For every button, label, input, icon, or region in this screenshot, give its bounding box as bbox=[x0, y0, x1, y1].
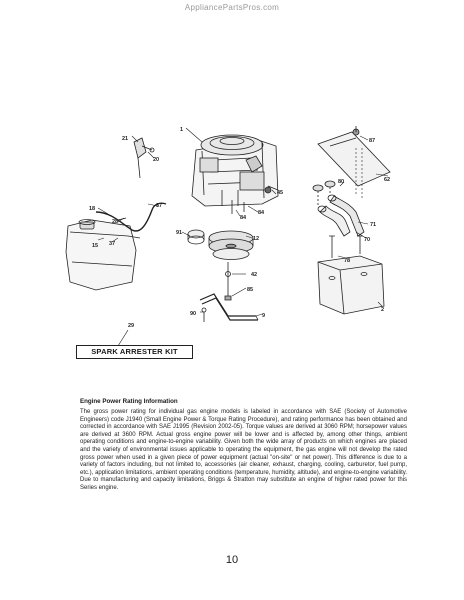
part-label-20: 20 bbox=[153, 157, 159, 163]
muffler-screw-illustration bbox=[329, 235, 363, 258]
engine-power-rating-heading: Engine Power Rating Information bbox=[80, 398, 178, 405]
muffler-bracket-illustration bbox=[317, 126, 391, 187]
spacer-illustration bbox=[187, 229, 205, 245]
fuel-line bbox=[95, 202, 167, 232]
part-label-21: 21 bbox=[122, 136, 128, 142]
part-label-85: 85 bbox=[247, 287, 253, 293]
part-label-62: 62 bbox=[384, 177, 390, 183]
exhaust-pipe-illustration bbox=[317, 194, 365, 237]
choke-assembly-illustration bbox=[133, 137, 155, 179]
part-label-37b: 37 bbox=[109, 241, 115, 247]
part-label-70: 70 bbox=[364, 237, 370, 243]
muffler-illustration bbox=[317, 255, 385, 315]
part-label-1: 1 bbox=[180, 127, 183, 133]
page-number: 10 bbox=[225, 554, 239, 566]
part-label-42: 42 bbox=[251, 272, 257, 278]
part-label-15: 15 bbox=[92, 243, 98, 249]
part-label-84a: 84 bbox=[240, 215, 247, 221]
exhaust-gasket-illustration bbox=[312, 180, 336, 206]
part-label-91: 91 bbox=[176, 230, 182, 236]
part-label-87: 87 bbox=[369, 138, 375, 144]
bolt-illustration bbox=[224, 262, 232, 301]
engine-illustration bbox=[191, 134, 279, 207]
part-label-80: 80 bbox=[338, 179, 344, 185]
engine-fastener bbox=[231, 185, 279, 214]
part-label-90: 90 bbox=[190, 311, 196, 317]
leader-lines bbox=[97, 127, 389, 347]
part-label-71: 71 bbox=[370, 222, 376, 228]
part-label-29: 29 bbox=[128, 323, 134, 329]
part-label-78: 78 bbox=[344, 258, 350, 264]
pulley-illustration bbox=[208, 230, 254, 260]
spark-arrester-kit-label: SPARK ARRESTER KIT bbox=[76, 345, 193, 359]
watermark: AppliancePartsPros.com bbox=[184, 3, 280, 12]
engine-power-rating-text: The gross power rating for individual ga… bbox=[80, 409, 407, 491]
part-label-28: 28 bbox=[112, 219, 118, 225]
fuel-tank-illustration bbox=[65, 219, 137, 291]
part-label-45: 45 bbox=[277, 190, 283, 196]
part-label-9: 9 bbox=[262, 313, 265, 319]
part-label-37a: 37 bbox=[156, 203, 162, 209]
part-label-12: 12 bbox=[253, 236, 259, 242]
part-label-2: 2 bbox=[381, 307, 384, 313]
part-label-18: 18 bbox=[89, 206, 95, 212]
part-label-84b: 84 bbox=[258, 210, 265, 216]
